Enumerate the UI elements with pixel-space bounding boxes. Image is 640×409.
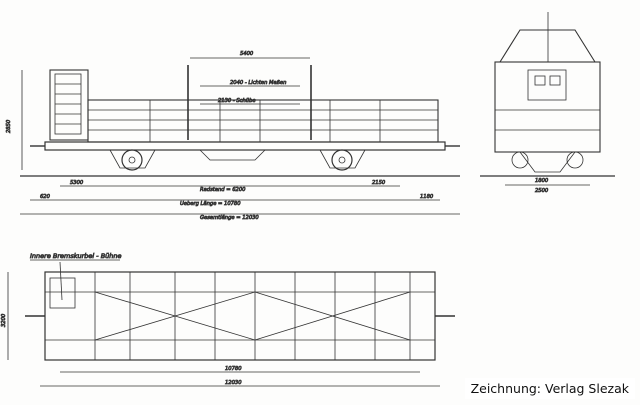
side-lower-dim-a: 5300 xyxy=(70,180,84,186)
plan-view: Innere Bremskurbel - Bühne 3200 10780 12… xyxy=(1,252,455,387)
side-dim-bottom-2: Ueberg Länge = 10780 xyxy=(180,201,241,207)
plan-label: Innere Bremskurbel - Bühne xyxy=(30,252,122,260)
side-dim-upper-2: 2130 - Schübe xyxy=(218,98,256,104)
end-view: 1800 2500 xyxy=(480,12,615,194)
side-dim-left-small: 620 xyxy=(40,194,51,200)
side-top-dim: 5400 xyxy=(240,51,254,57)
side-dim-bottom-1: Radstand = 6200 xyxy=(200,187,246,193)
plan-dim-b: 10780 xyxy=(225,366,242,372)
side-dim-right-small: 1180 xyxy=(420,194,434,200)
side-left-dim: 2850 xyxy=(6,119,12,133)
side-lower-dim-b: 2150 xyxy=(372,180,386,186)
credit-caption: Zeichnung: Verlag Slezak xyxy=(464,378,635,399)
side-dim-bottom-3: Gesamtlänge = 12030 xyxy=(200,215,259,221)
end-dim-b: 2500 xyxy=(535,188,549,194)
end-dim-a: 1800 xyxy=(535,178,549,184)
side-dim-upper-1: 2040 - Lichten Maßen xyxy=(230,80,286,86)
plan-dim-a: 3200 xyxy=(1,313,7,327)
side-view: 5400 2040 - Lichten Maßen 2130 - Schübe xyxy=(6,51,460,221)
plan-dim-c: 12030 xyxy=(225,380,242,386)
